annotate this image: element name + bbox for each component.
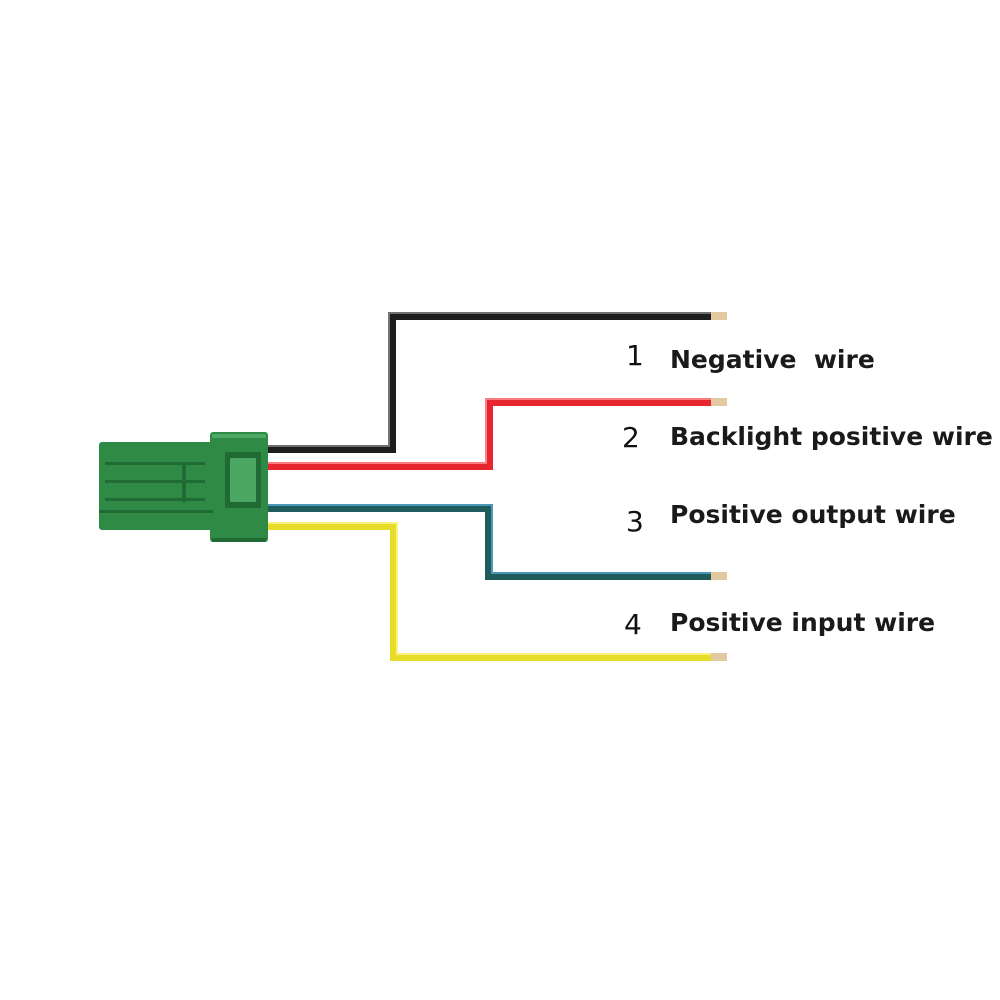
wire-number-1: 1 [626, 339, 644, 372]
wire-tip-negative [711, 312, 727, 320]
wire-negative [268, 312, 727, 453]
wire-tip-backlight-positive [711, 398, 727, 406]
wire-label-positive-output: Positive output wire [670, 500, 956, 529]
wire-label-negative: Negative wire [670, 345, 875, 374]
wire-label-backlight-positive: Backlight positive wire [670, 422, 993, 451]
wire-positive-input [268, 522, 727, 661]
connector-plug [99, 432, 268, 542]
wire-label-positive-input: Positive input wire [670, 608, 936, 637]
wire-number-3: 3 [626, 505, 644, 538]
wire-number-2: 2 [622, 421, 640, 454]
wire-tip-positive-input [711, 653, 727, 661]
wire-tip-positive-output [711, 572, 727, 580]
connector-body-left [99, 442, 213, 530]
wire-backlight-positive [268, 398, 727, 470]
wire-positive-output [268, 504, 727, 580]
wire-number-4: 4 [624, 608, 642, 641]
